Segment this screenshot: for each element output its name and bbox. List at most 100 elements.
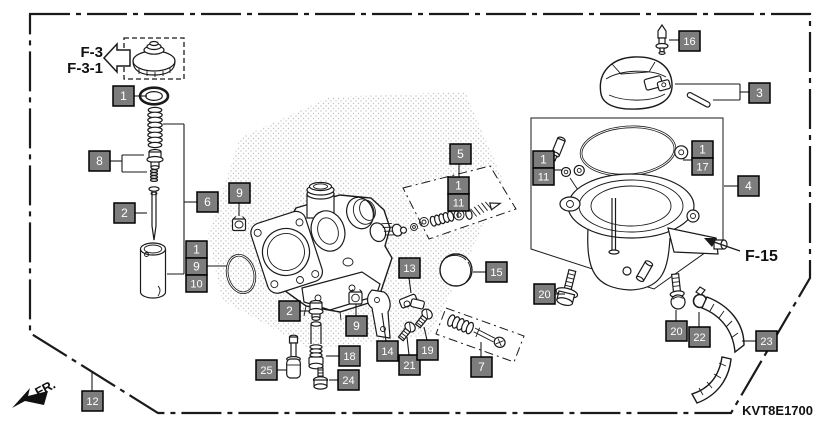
callout-cover-cap: 15 xyxy=(485,261,508,283)
part-needle-jet-set xyxy=(146,148,164,183)
part-cover-cap xyxy=(439,253,473,287)
part-drain-screw-left xyxy=(555,268,579,307)
callout-number: 9 xyxy=(353,319,360,333)
callout-number: 3 xyxy=(756,86,763,100)
callout-drain-hose: 23 xyxy=(755,330,778,352)
callout-number: 1 xyxy=(540,153,547,167)
callout-number: 4 xyxy=(745,179,752,193)
callout-nut-top: 9 xyxy=(228,182,251,204)
part-lever xyxy=(398,293,425,310)
callout-number: 2 xyxy=(121,206,128,220)
part-float xyxy=(599,56,673,110)
callout-number: 1 xyxy=(455,179,462,193)
callout-float-valve: 16 xyxy=(678,30,701,52)
callout-screw-21: 21 xyxy=(398,354,421,376)
part-screw-21 xyxy=(397,321,416,342)
callout-number: 19 xyxy=(421,345,433,357)
callout-hose-clip: 22 xyxy=(688,326,711,348)
callout-number: 15 xyxy=(490,267,502,279)
callout-number: 9 xyxy=(193,260,200,274)
part-top-cap xyxy=(132,40,176,77)
bowl-box xyxy=(530,117,724,290)
callout-number: 10 xyxy=(190,279,202,291)
leader-line-screw-19 xyxy=(423,326,428,341)
callout-plunger: 18 xyxy=(338,345,361,367)
part-screw-24 xyxy=(312,367,329,390)
callout-drain-screw-b: 20 xyxy=(665,320,688,342)
callout-number: 11 xyxy=(453,198,464,210)
callout-number: 14 xyxy=(381,346,393,358)
leader-line-screw-21 xyxy=(406,336,410,356)
callout-number: 1 xyxy=(193,243,200,257)
callout-number: 7 xyxy=(478,360,485,374)
callout-number: 2 xyxy=(286,304,293,318)
callout-number: 17 xyxy=(696,162,708,174)
callout-number: 5 xyxy=(457,147,464,161)
part-screw-19 xyxy=(414,308,433,329)
f15-arrow-icon xyxy=(704,238,741,252)
part-float-valve xyxy=(655,23,669,55)
callout-float-pin: 3 xyxy=(748,82,771,104)
callout-bowl-ref-1: 1 xyxy=(532,150,555,169)
part-jet-needle xyxy=(148,186,160,241)
ref-f3-1: F-3-1 xyxy=(67,60,103,77)
callout-number: 1 xyxy=(699,143,706,157)
callout-number: 13 xyxy=(403,263,415,275)
part-bowl-gasket xyxy=(573,125,689,177)
callout-number: 24 xyxy=(342,375,354,387)
callout-slide-assembly: 6 xyxy=(196,191,219,213)
part-drain-hose xyxy=(690,296,745,404)
callout-kit: 5 xyxy=(449,143,472,165)
part-oring xyxy=(225,253,257,295)
callout-number: 21 xyxy=(403,360,415,372)
callout-kit-ref-11: 11 xyxy=(447,193,470,212)
part-float-chamber xyxy=(559,173,728,291)
callout-number: 16 xyxy=(683,36,695,48)
callout-screw-set: 7 xyxy=(470,356,493,378)
part-nut-top xyxy=(231,216,247,232)
callout-oring-ref-10: 10 xyxy=(185,274,208,293)
leader-line-lever xyxy=(408,277,412,294)
leader-lines xyxy=(91,39,756,391)
callout-number: 23 xyxy=(760,336,772,348)
callout-screw-19: 19 xyxy=(416,339,439,361)
drawing-code: KVT8E1700 xyxy=(742,403,813,418)
callout-pump-piston: 25 xyxy=(255,359,278,381)
callout-cap-seal: 1 xyxy=(112,85,135,107)
callout-number: 12 xyxy=(86,396,98,408)
callout-number: 18 xyxy=(343,351,355,363)
callout-needle-jet-set: 8 xyxy=(88,150,111,172)
callout-number: 1 xyxy=(120,89,127,103)
part-float-pin xyxy=(686,91,711,108)
callout-number: 6 xyxy=(204,195,211,209)
callout-tube-12: 12 xyxy=(81,390,104,412)
frame-border xyxy=(28,12,812,415)
callout-gasket-ref-1: 1 xyxy=(691,140,714,159)
fr-arrow-icon xyxy=(12,388,48,408)
callout-bracket: 14 xyxy=(376,340,399,362)
ref-f3: F-3 xyxy=(81,44,104,61)
part-valve-mid xyxy=(308,299,324,321)
part-nut-mid xyxy=(348,289,363,305)
callout-kit-ref-1: 1 xyxy=(447,176,470,195)
callout-number: 8 xyxy=(96,154,103,168)
callout-jet-needle: 2 xyxy=(113,202,136,224)
callout-number: 20 xyxy=(670,326,682,338)
callout-lever: 13 xyxy=(398,257,421,279)
kit-box-7 xyxy=(435,307,525,363)
callout-number: 11 xyxy=(538,172,549,184)
part-spring xyxy=(147,106,163,149)
callout-gasket-ref-17: 17 xyxy=(691,157,714,176)
ref-f15: F-15 xyxy=(745,248,778,265)
part-drain-screw-right xyxy=(669,273,686,310)
part-vacuum-piston xyxy=(139,242,167,299)
part-pump-piston xyxy=(286,334,301,379)
callout-drain-screw-a: 20 xyxy=(533,283,556,305)
part-bracket xyxy=(366,289,391,339)
callout-oring-ref-9: 9 xyxy=(185,257,208,276)
callout-number: 25 xyxy=(260,365,272,377)
